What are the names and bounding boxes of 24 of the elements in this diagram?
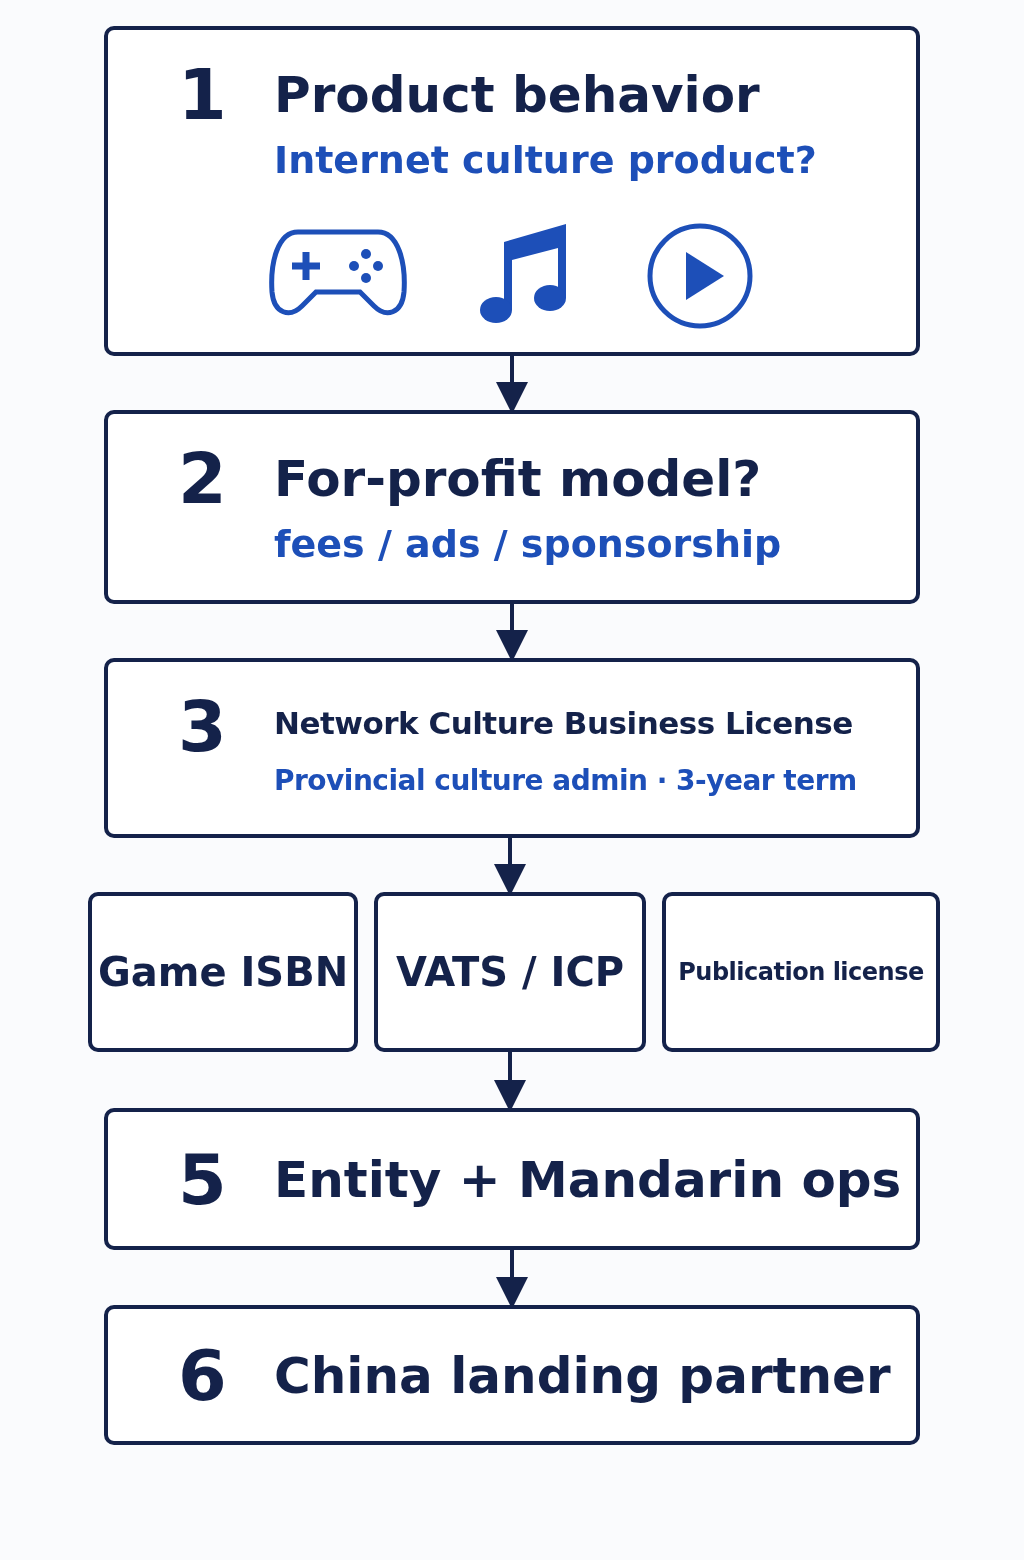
process-box	[662, 892, 940, 1052]
step-number: 1	[178, 60, 227, 130]
process-box	[104, 26, 920, 356]
license-label: VATS / ICP	[394, 949, 626, 995]
step-number: 6	[178, 1341, 227, 1411]
process-box	[104, 410, 920, 604]
step-title: Product behavior	[274, 68, 760, 123]
process-box	[104, 1305, 920, 1445]
step-subtitle: Provincial culture admin · 3-year term	[274, 766, 857, 797]
license-label: Publication license	[677, 958, 925, 986]
step-number: 5	[178, 1145, 227, 1215]
step-subtitle: fees / ads / sponsorship	[274, 524, 782, 566]
license-label: Game ISBN	[96, 949, 350, 995]
process-box	[88, 892, 358, 1052]
process-box	[374, 892, 646, 1052]
step-subtitle: Internet culture product?	[274, 140, 817, 182]
step-number: 3	[178, 692, 227, 762]
step-number: 2	[178, 444, 227, 514]
process-box	[104, 1108, 920, 1250]
step-title: China landing partner	[274, 1349, 891, 1404]
process-box	[104, 658, 920, 838]
step-title: For-profit model?	[274, 452, 762, 507]
step-title: Entity + Mandarin ops	[274, 1153, 902, 1208]
step-title: Network Culture Business License	[274, 706, 853, 741]
